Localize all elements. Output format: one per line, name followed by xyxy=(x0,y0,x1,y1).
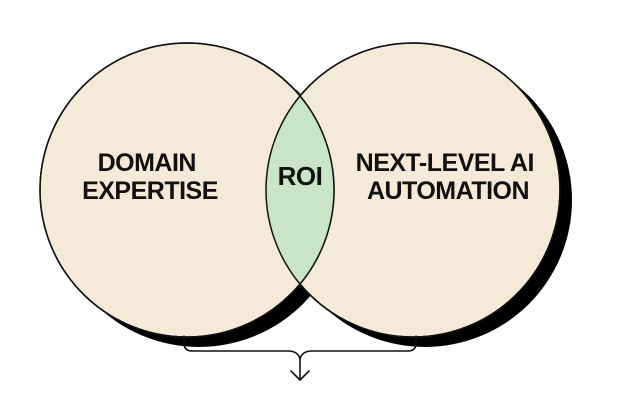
right-label-line1: NEXT-LEVEL AI xyxy=(356,149,534,177)
right-label-line2: AUTOMATION xyxy=(367,177,529,205)
right-circle-label: NEXT-LEVEL AI AUTOMATION xyxy=(356,149,541,205)
left-circle-outline xyxy=(39,42,335,338)
overlap-label: ROI xyxy=(278,161,323,191)
left-label-line1: DOMAIN xyxy=(98,149,196,177)
right-circle-outline xyxy=(265,42,561,338)
left-circle-label: DOMAIN EXPERTISE xyxy=(82,149,218,205)
down-arrow-icon xyxy=(290,358,310,381)
left-label-line2: EXPERTISE xyxy=(82,177,218,205)
